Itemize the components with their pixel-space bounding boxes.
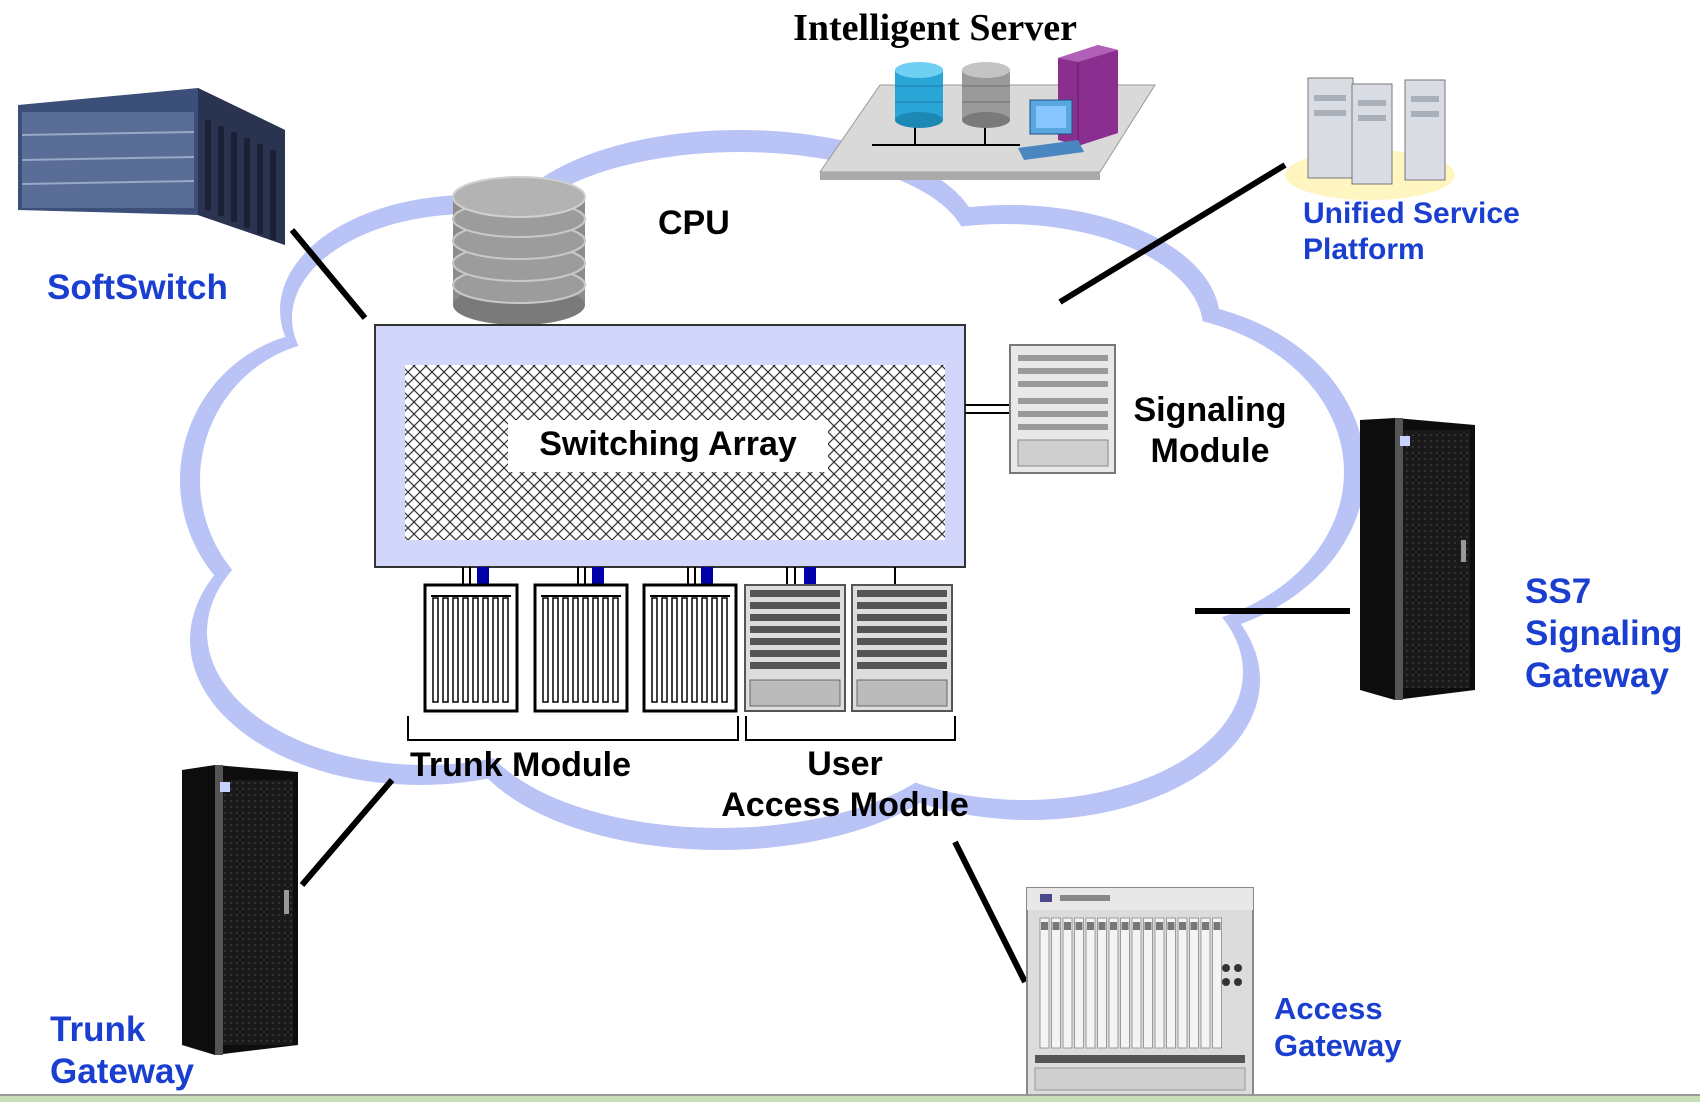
access-gateway-label: Access Gateway [1274, 990, 1402, 1064]
access-gateway-link [952, 840, 1028, 984]
softswitch-label: SoftSwitch [47, 268, 228, 307]
user-access-modules [744, 584, 953, 712]
access-gateway-line-2: Gateway [1274, 1028, 1402, 1064]
module-connectors [462, 567, 896, 585]
switching-array-label: Switching Array [539, 425, 797, 463]
intelligent-server-icon [819, 45, 1156, 180]
bottom-decor-bar [0, 1094, 1700, 1102]
signaling-module-line-1: Signaling [1133, 391, 1287, 429]
trunk-module-card [423, 583, 519, 713]
ss7-line-3: Gateway [1525, 656, 1669, 695]
unified-service-platform-label: Unified Service Platform [1303, 196, 1520, 268]
intelligent-server-title: Intelligent Server [793, 7, 1077, 49]
cpu-disk-stack-icon [452, 176, 586, 325]
user-access-module-label: User Access Module [710, 744, 980, 826]
usp-line-1: Unified Service [1303, 197, 1520, 230]
trunk-gateway-label: Trunk Gateway [50, 1009, 194, 1093]
usp-line-2: Platform [1303, 233, 1425, 266]
trunk-module-label: Trunk Module [410, 746, 631, 784]
ss7-gateway-label: SS7 Signaling Gateway [1525, 571, 1683, 697]
ss7-line-1: SS7 [1525, 572, 1592, 611]
signaling-connector [965, 404, 1010, 414]
module-brackets [407, 716, 956, 741]
trunk-module-card [533, 583, 629, 713]
db-icon-gray [962, 62, 1010, 128]
user-access-module-card [851, 584, 953, 712]
user-access-line-2: Access Module [721, 785, 969, 824]
trunk-gateway-line-2: Gateway [50, 1052, 194, 1091]
db-icon-blue [895, 62, 943, 128]
access-gateway-line-1: Access [1274, 991, 1383, 1026]
ss7-line-2: Signaling [1525, 614, 1683, 653]
trunk-module-card [642, 583, 738, 713]
signaling-module-line-2: Module [1150, 431, 1270, 470]
trunk-modules [423, 583, 738, 713]
trunk-gateway-line-1: Trunk [50, 1010, 146, 1049]
signaling-module-rack-icon [1009, 344, 1116, 474]
trunk-gateway-link [299, 778, 395, 887]
user-access-line-1: User [807, 745, 883, 783]
connection-lines [289, 162, 1350, 984]
cpu-label: CPU [658, 204, 730, 242]
monitor-icon [1018, 99, 1084, 160]
user-access-module-card [744, 584, 846, 712]
signaling-module-label: Signaling Module [1120, 390, 1300, 472]
access-gateway-chassis-icon [1026, 887, 1254, 1099]
ss7-gateway-cabinet-icon [1360, 418, 1475, 700]
softswitch-chassis-icon [18, 88, 285, 245]
softswitch-link [289, 228, 368, 320]
switching-array-block [374, 324, 966, 568]
trunk-gateway-cabinet-icon [182, 765, 298, 1055]
server-cluster-icon [1285, 77, 1455, 200]
usp-link [1058, 162, 1287, 305]
tower-icon [1058, 45, 1118, 146]
